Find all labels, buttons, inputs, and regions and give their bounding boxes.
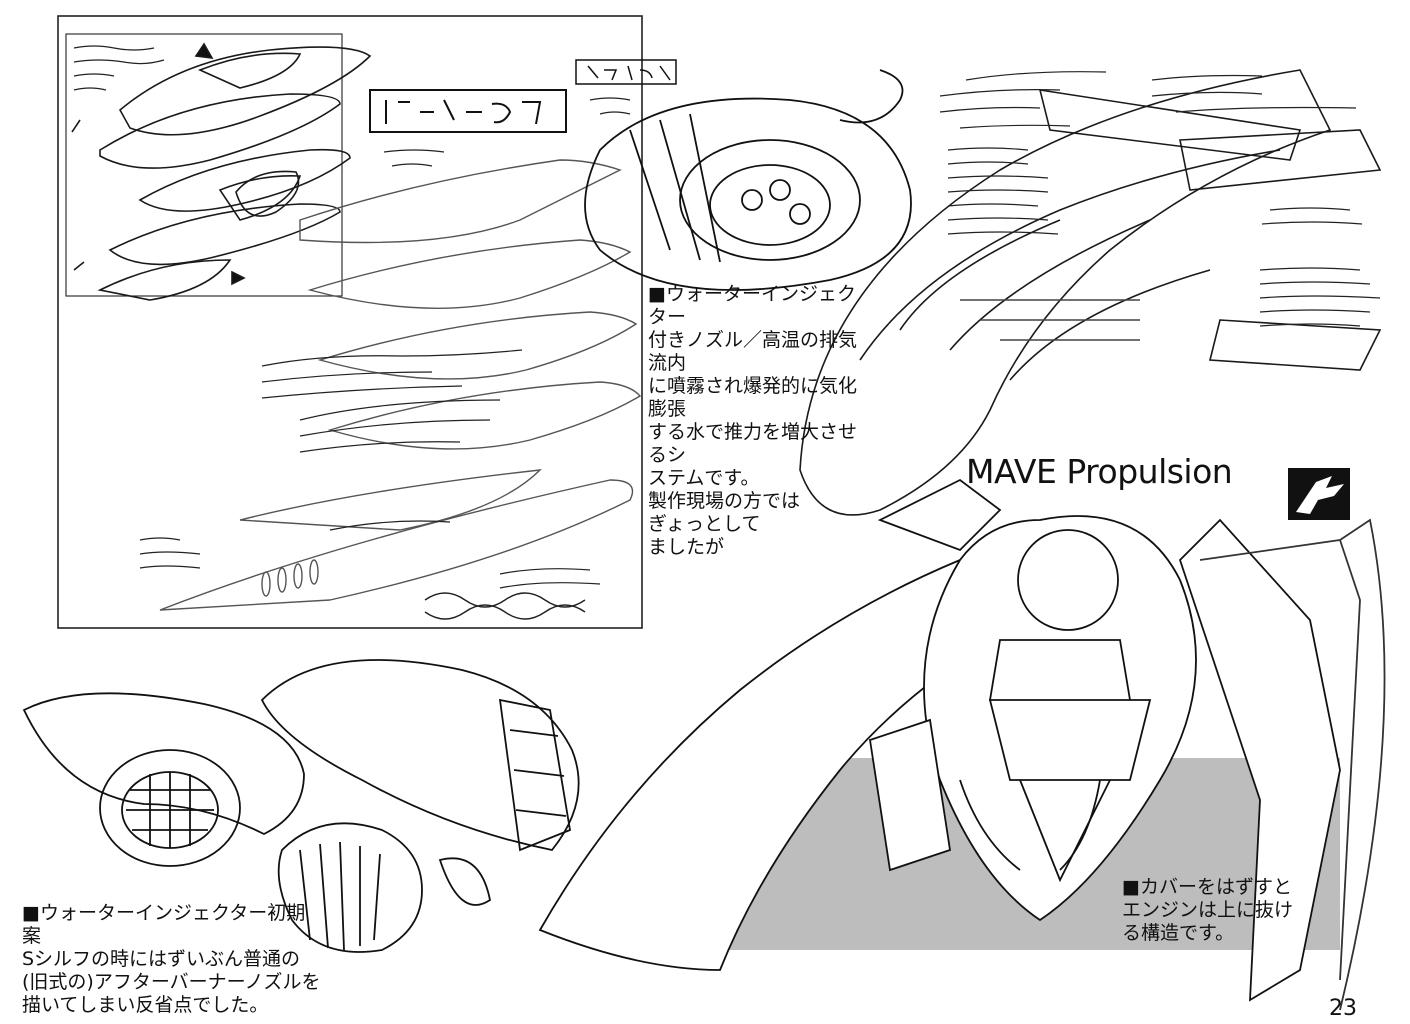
water-injector-nozzle-sketch <box>584 69 912 291</box>
page-title: MAVE Propulsion <box>966 452 1233 491</box>
caption-water-injector-early: ■ウォーターインジェクター初期案 Sシルフの時にはずいぶん普通の (旧式の)アフ… <box>22 902 321 1016</box>
handwritten-notes-scribbles <box>73 45 1381 589</box>
caption-water-injector-nozzle: ■ウォーターインジェクター 付きノズル／高温の排気流内 に噴霧され爆発的に気化膨… <box>648 283 858 558</box>
ram-air-intake-sketch <box>799 69 1382 516</box>
fighter-jet-emblem-icon <box>1288 468 1350 520</box>
caption-engine-cover: ■カバーをはずすと エンジンは上に抜け る構造です。 <box>1122 876 1294 944</box>
afterburner-nozzle-sketches <box>22 659 580 953</box>
burner-flare-sequence <box>159 159 642 620</box>
burner-flare-label-box <box>369 89 567 133</box>
jet-sketches-group <box>71 42 372 301</box>
inner-sketch-frame <box>65 33 343 297</box>
sketch-panel-frame <box>57 15 643 629</box>
engine-cutaway-sketch <box>538 478 1386 1011</box>
page-number: 23 <box>1329 996 1357 1021</box>
nozzle-label-box <box>575 59 677 85</box>
